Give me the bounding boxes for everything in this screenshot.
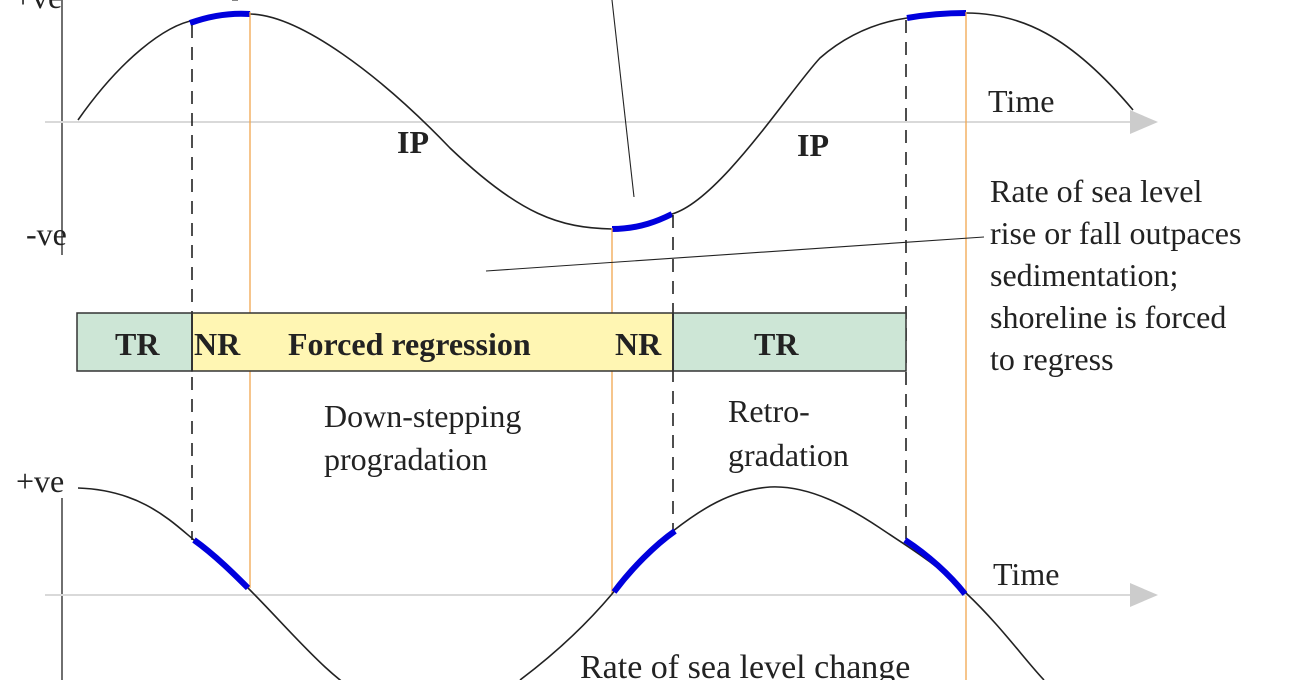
leader-line-top: [611, 0, 635, 198]
dashed-guides: [191, 20, 907, 540]
down-stepping-line-1: Down-stepping: [324, 398, 521, 434]
bottom-highlight-1: [192, 537, 251, 591]
retro-line-1: Retro-: [728, 393, 810, 429]
top-time-arrowhead: [1130, 110, 1158, 134]
descriptions: Down-stepping progradation Retro- gradat…: [324, 393, 849, 477]
annotation-line-3: sedimentation;: [990, 257, 1178, 293]
annotation: Rate of sea level rise or fall outpaces …: [485, 173, 1241, 377]
ip-label-right: IP: [797, 127, 829, 163]
bar-tr-left-label: TR: [115, 326, 160, 362]
bar-nr-left-label: NR: [194, 326, 241, 362]
bottom-highlight-3: [903, 537, 968, 596]
bottom-time-label: Time: [993, 556, 1059, 592]
annotation-line-2: rise or fall outpaces: [990, 215, 1241, 251]
top-time-label: Time: [988, 83, 1054, 119]
retro-line-2: gradation: [728, 437, 849, 473]
annotation-leader-line: [485, 236, 985, 272]
top-highlight-2: [611, 211, 674, 232]
bar-nr-right-label: NR: [615, 326, 662, 362]
annotation-line-5: to regress: [990, 341, 1114, 377]
bottom-time-arrowhead: [1130, 583, 1158, 607]
bottom-pos-label: +ve: [16, 463, 64, 499]
bottom-highlight-2: [611, 528, 677, 594]
top-highlight-1: [188, 10, 251, 26]
annotation-line-1: Rate of sea level: [990, 173, 1202, 209]
bar-tr-right-label: TR: [754, 326, 799, 362]
top-pos-label: +ve: [14, 0, 62, 15]
bar-regressive-box: [191, 312, 674, 372]
down-stepping-line-2: progradation: [324, 441, 488, 477]
top-highlight-3: [906, 10, 967, 21]
orange-guides: [249, 12, 967, 680]
bar-forced-regression-label: Forced regression: [288, 326, 531, 362]
systems-tract-bar: TR NR Forced regression NR TR: [76, 312, 907, 372]
ip-label-left: IP: [397, 124, 429, 160]
bottom-caption: Rate of sea level change: [580, 649, 910, 680]
bar-tr-right-box: [672, 312, 907, 372]
bar-tr-left-box: [76, 312, 193, 372]
top-neg-label: -ve: [26, 216, 67, 252]
top-graph: +ve -ve Time IP IP: [14, 0, 1158, 255]
bottom-graph: +ve Time Rate of sea level change: [16, 463, 1158, 680]
annotation-line-4: shoreline is forced: [990, 299, 1226, 335]
